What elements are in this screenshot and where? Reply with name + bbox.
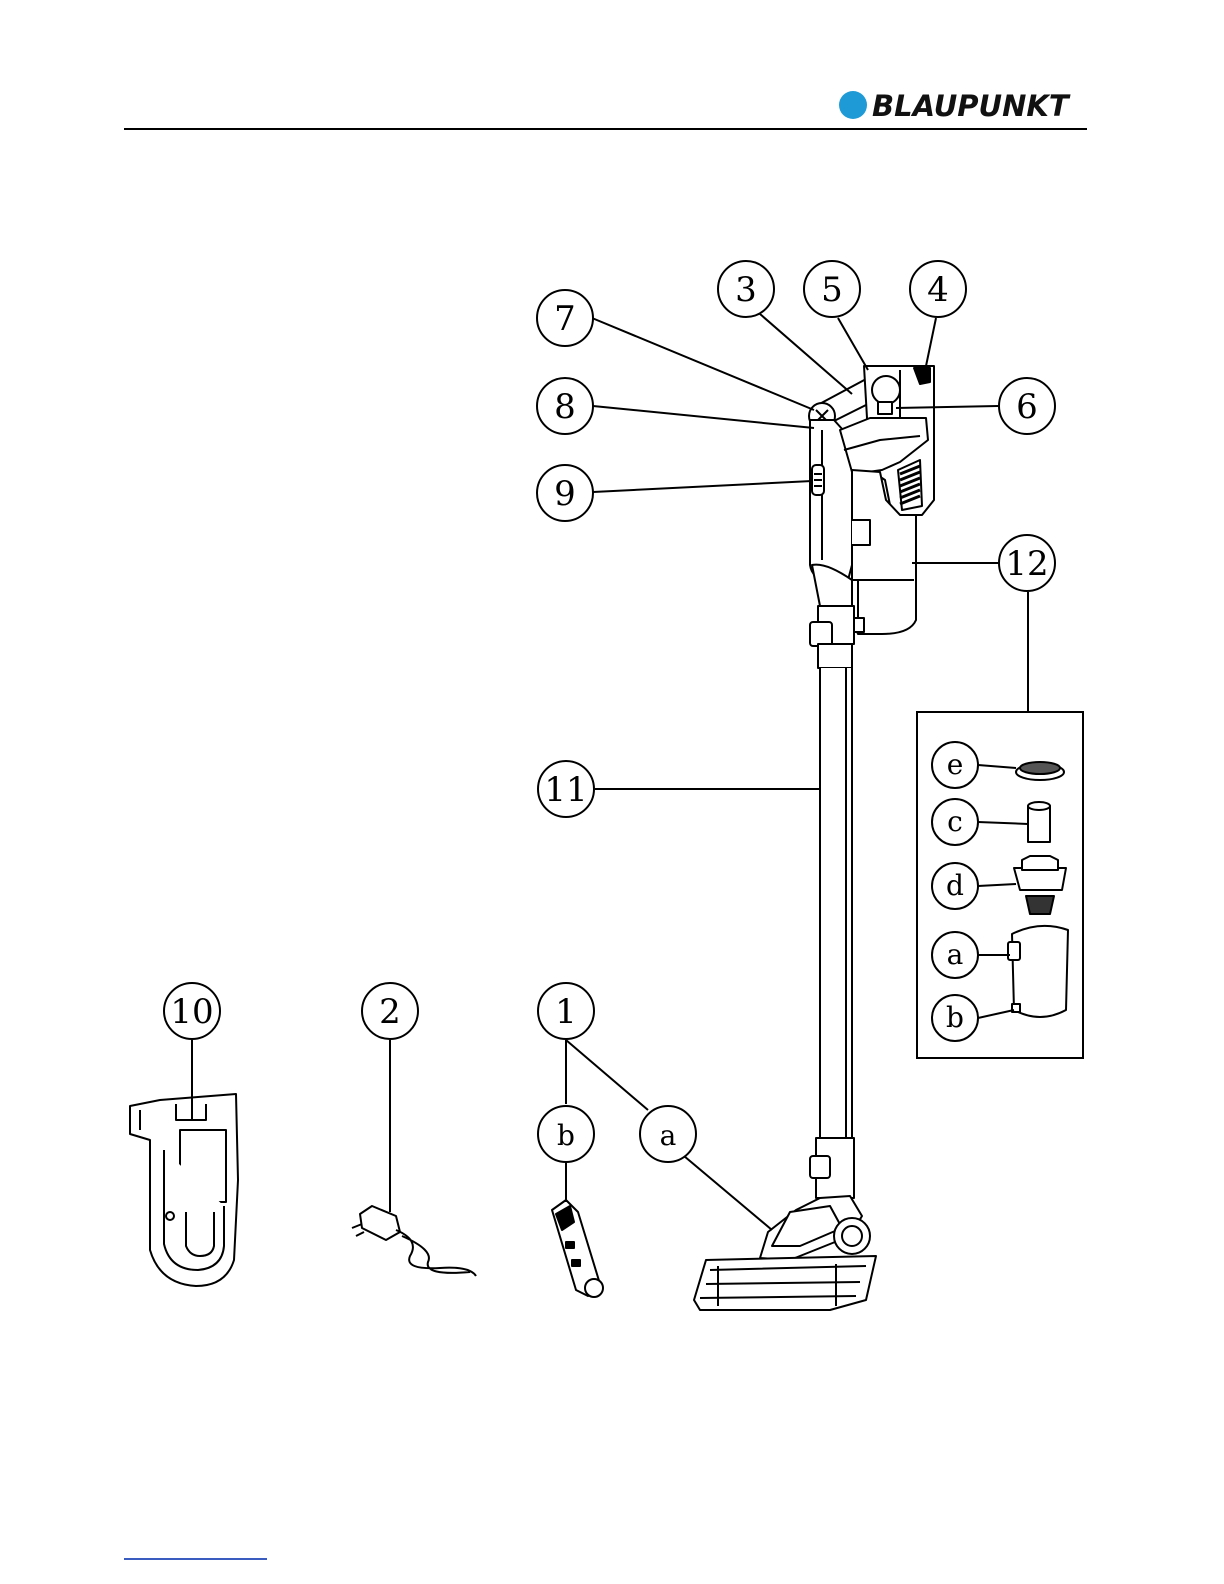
callout-9: 9	[537, 465, 593, 521]
callout-8: 8	[537, 378, 593, 434]
callout-12e-label: e	[947, 748, 964, 781]
callout-1b-label: b	[557, 1119, 575, 1152]
callout-12d-label: d	[946, 869, 964, 902]
callout-12b: b	[932, 995, 978, 1041]
callout-3: 3	[718, 261, 774, 317]
callout-5: 5	[804, 261, 860, 317]
vacuum-main-illustration	[694, 366, 934, 1310]
callout-12d: d	[932, 863, 978, 909]
callout-9-label: 9	[554, 474, 576, 514]
callout-12a: a	[932, 932, 978, 978]
callout-12c-label: c	[947, 805, 963, 838]
callout-1-label: 1	[555, 992, 577, 1032]
brand-logo: BLAUPUNKT	[839, 89, 1071, 123]
callout-10: 10	[164, 983, 220, 1039]
callout-8-label: 8	[554, 387, 576, 427]
callout-1a-label: a	[660, 1119, 677, 1152]
crevice-tool-illustration	[552, 1200, 603, 1297]
callout-12a-label: a	[947, 938, 964, 971]
callout-1: 1	[538, 983, 594, 1039]
callout-3-label: 3	[735, 270, 757, 310]
callout-5-label: 5	[821, 270, 843, 310]
callout-11: 11	[538, 761, 594, 817]
callout-6-label: 6	[1016, 387, 1038, 427]
callout-12-label: 12	[1005, 544, 1048, 584]
callout-12e: e	[932, 742, 978, 788]
callout-10-label: 10	[170, 992, 213, 1032]
callout-12c: c	[932, 799, 978, 845]
callout-7-label: 7	[554, 299, 576, 339]
wall-bracket-illustration	[130, 1094, 238, 1286]
callout-6: 6	[999, 378, 1055, 434]
callout-1a: a	[640, 1106, 696, 1162]
charger-illustration	[352, 1206, 476, 1276]
callout-11-label: 11	[544, 770, 587, 810]
callout-1b: b	[538, 1106, 594, 1162]
callout-12: 12	[999, 535, 1055, 591]
callout-4: 4	[910, 261, 966, 317]
callout-2-label: 2	[379, 992, 401, 1032]
dustbin-components-illustration	[1008, 762, 1068, 1017]
callout-2: 2	[362, 983, 418, 1039]
brand-name: BLAUPUNKT	[872, 89, 1071, 123]
callout-12b-label: b	[946, 1001, 964, 1034]
brand-logo-dot	[839, 91, 867, 119]
callout-4-label: 4	[927, 270, 949, 310]
callout-7: 7	[537, 290, 593, 346]
